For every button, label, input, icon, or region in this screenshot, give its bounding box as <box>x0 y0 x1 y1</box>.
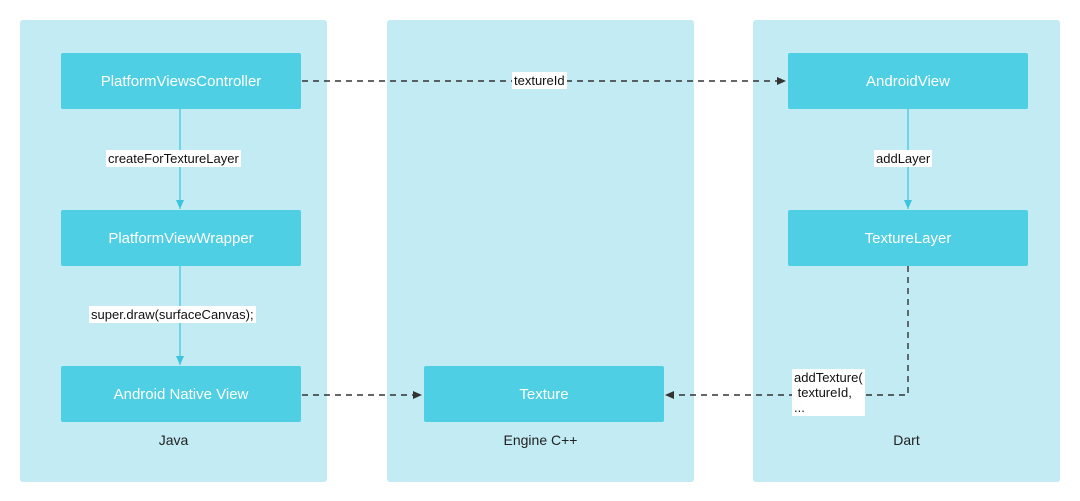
edge-label-add-texture: addTexture( textureId, ... <box>792 369 865 416</box>
engine-panel-label: Engine C++ <box>503 432 578 448</box>
add-texture-line-2: textureId, <box>794 385 852 400</box>
edge-label-add-layer: addLayer <box>874 150 933 167</box>
java-panel-label: Java <box>158 432 189 448</box>
dart-panel-label: Dart <box>893 432 920 448</box>
edge-label-super-draw: super.draw(surfaceCanvas); <box>89 306 256 323</box>
edge-texturelayer-to-texture <box>665 266 909 399</box>
add-texture-line-3: ... <box>794 400 805 415</box>
android-native-view-node: Android Native View <box>61 366 301 422</box>
edge-label-create-for-texture-layer: createForTextureLayer <box>106 150 241 167</box>
platform-views-controller-node: PlatformViewsController <box>61 53 301 109</box>
texture-node: Texture <box>424 366 664 422</box>
texture-layer-node: TextureLayer <box>788 210 1028 266</box>
android-view-node: AndroidView <box>788 53 1028 109</box>
edge-label-texture-id: textureId <box>512 72 567 89</box>
add-texture-line-1: addTexture( <box>794 370 863 385</box>
platform-view-wrapper-node: PlatformViewWrapper <box>61 210 301 266</box>
